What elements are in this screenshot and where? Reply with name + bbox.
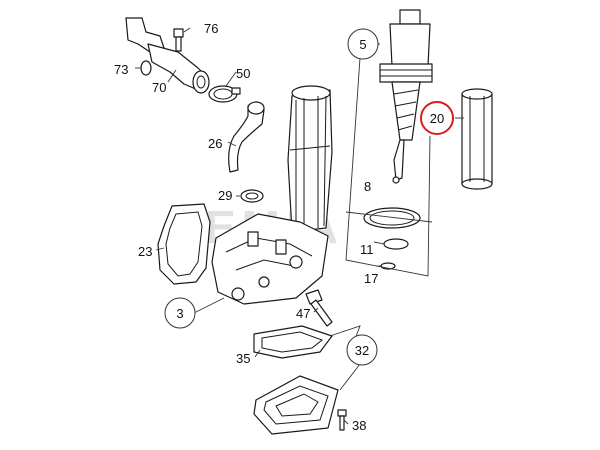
label-73: 73	[114, 62, 128, 77]
part-8-oring-large	[363, 207, 421, 229]
label-35: 35	[236, 351, 250, 366]
label-70: 70	[152, 80, 166, 95]
label-47: 47	[296, 306, 310, 321]
label-3: 3	[176, 306, 183, 321]
label-50: 50	[236, 66, 250, 81]
label-32: 32	[355, 343, 369, 358]
label-26: 26	[208, 136, 222, 151]
label-29: 29	[218, 188, 232, 203]
part-35-gasket	[253, 325, 333, 359]
part-32-cover-plate	[253, 375, 339, 435]
part-23-gasket	[157, 203, 211, 285]
part-76-bolt	[173, 28, 184, 52]
label-17: 17	[364, 271, 378, 286]
callout-32: 32	[346, 334, 378, 366]
part-50-clamp	[208, 85, 241, 103]
part-3-filter-housing	[211, 85, 333, 305]
part-38-bolt	[337, 409, 347, 431]
callout-5: 5	[347, 28, 379, 60]
label-5: 5	[359, 37, 366, 52]
label-23: 23	[138, 244, 152, 259]
label-20: 20	[430, 111, 444, 126]
label-11: 11	[360, 242, 374, 257]
part-29-clamp	[240, 189, 264, 203]
label-76: 76	[204, 21, 218, 36]
part-20-filter-element	[461, 88, 493, 190]
part-11-oring	[383, 238, 409, 250]
callout-3: 3	[164, 297, 196, 329]
part-5-filter-cap	[379, 9, 433, 184]
leader-lines	[135, 27, 464, 425]
label-8: 8	[364, 179, 371, 194]
part-26-hose	[228, 101, 265, 173]
label-38: 38	[352, 418, 366, 433]
callout-20-highlighted: 20	[420, 101, 454, 135]
part-70-pipe-bracket	[125, 17, 210, 94]
part-47-bolt	[305, 289, 333, 327]
